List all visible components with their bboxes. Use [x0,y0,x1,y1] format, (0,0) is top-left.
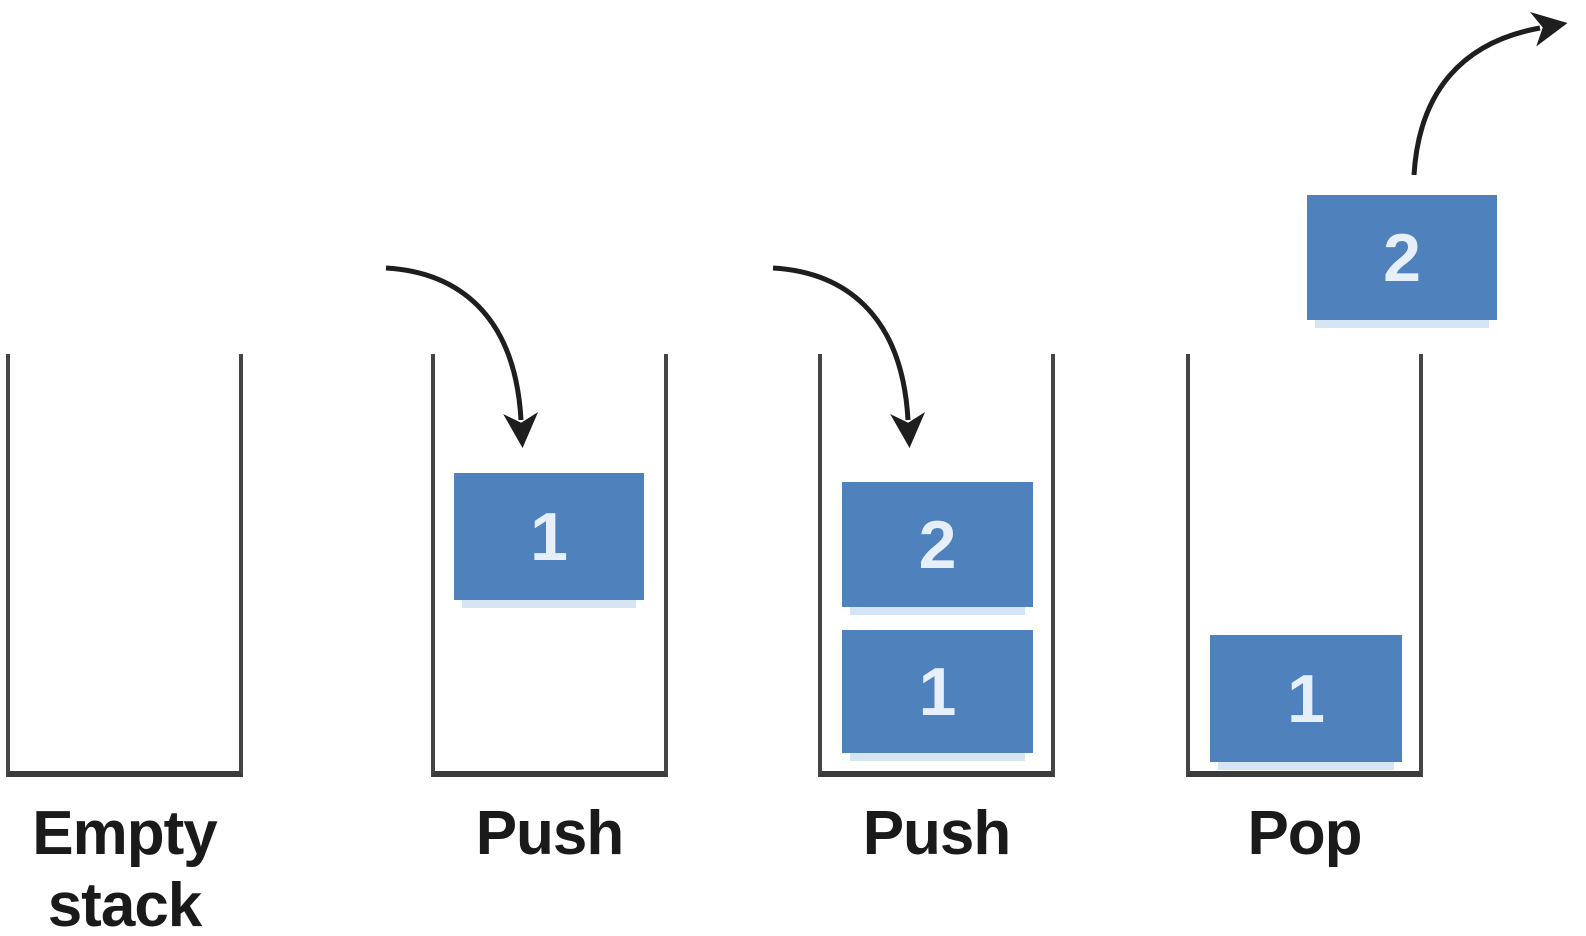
stack-container-empty [6,354,243,777]
stack-block: 2 [842,482,1033,607]
stack-container-pop [1186,354,1423,777]
stage-label-empty-stack: Empty stack [6,798,243,936]
stack-block: 1 [1210,635,1402,762]
pop-arrow-icon [1411,12,1568,176]
stack-block: 1 [454,473,644,600]
stack-container-push-2 [818,354,1055,777]
stage-label-line: stack [47,871,203,936]
stack-container-push-1 [431,354,668,777]
stage-label-line: Empty [32,799,217,868]
stage-label-pop: Pop [1247,799,1362,868]
stage-label-push: Push [862,799,1012,868]
popped-block: 2 [1307,195,1497,320]
stage-label-push: Push [475,799,625,868]
stack-block: 1 [842,630,1033,753]
